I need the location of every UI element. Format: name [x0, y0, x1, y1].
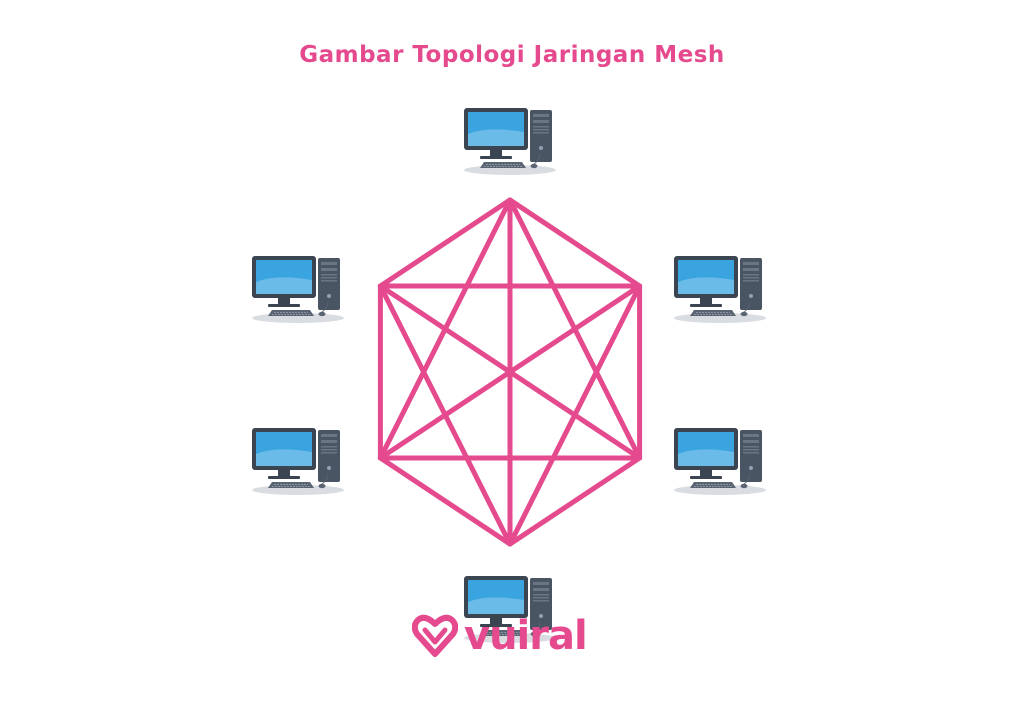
desktop-computer-icon [674, 428, 766, 495]
desktop-computer-icon [252, 428, 344, 495]
watermark-logo: vuiral [412, 612, 588, 660]
node-computer-lower-left [248, 424, 348, 496]
node-computer-upper-left [248, 252, 348, 324]
watermark-text: vuiral [464, 613, 588, 659]
mesh-link-node-top-node-upper-right [507, 197, 643, 289]
desktop-computer-icon [464, 108, 556, 175]
desktop-computer-icon [674, 256, 766, 323]
desktop-computer-icon [464, 576, 556, 643]
mesh-link-node-top-node-upper-left [377, 197, 513, 289]
node-computer-lower-right [670, 424, 770, 496]
diagram-title: Gambar Topologi Jaringan Mesh [299, 42, 725, 68]
desktop-computer-icon [252, 256, 344, 323]
node-computer-top [460, 104, 560, 176]
node-computer-bottom [460, 572, 560, 644]
mesh-link-node-lower-right-node-upper-left [377, 283, 643, 461]
mesh-link-node-lower-right-node-bottom [507, 455, 643, 547]
node-computer-upper-right [670, 252, 770, 324]
mesh-link-node-bottom-node-lower-left [377, 455, 513, 547]
heart-v-logo-icon [412, 614, 458, 657]
mesh-link-node-bottom-node-upper-left [377, 283, 513, 547]
